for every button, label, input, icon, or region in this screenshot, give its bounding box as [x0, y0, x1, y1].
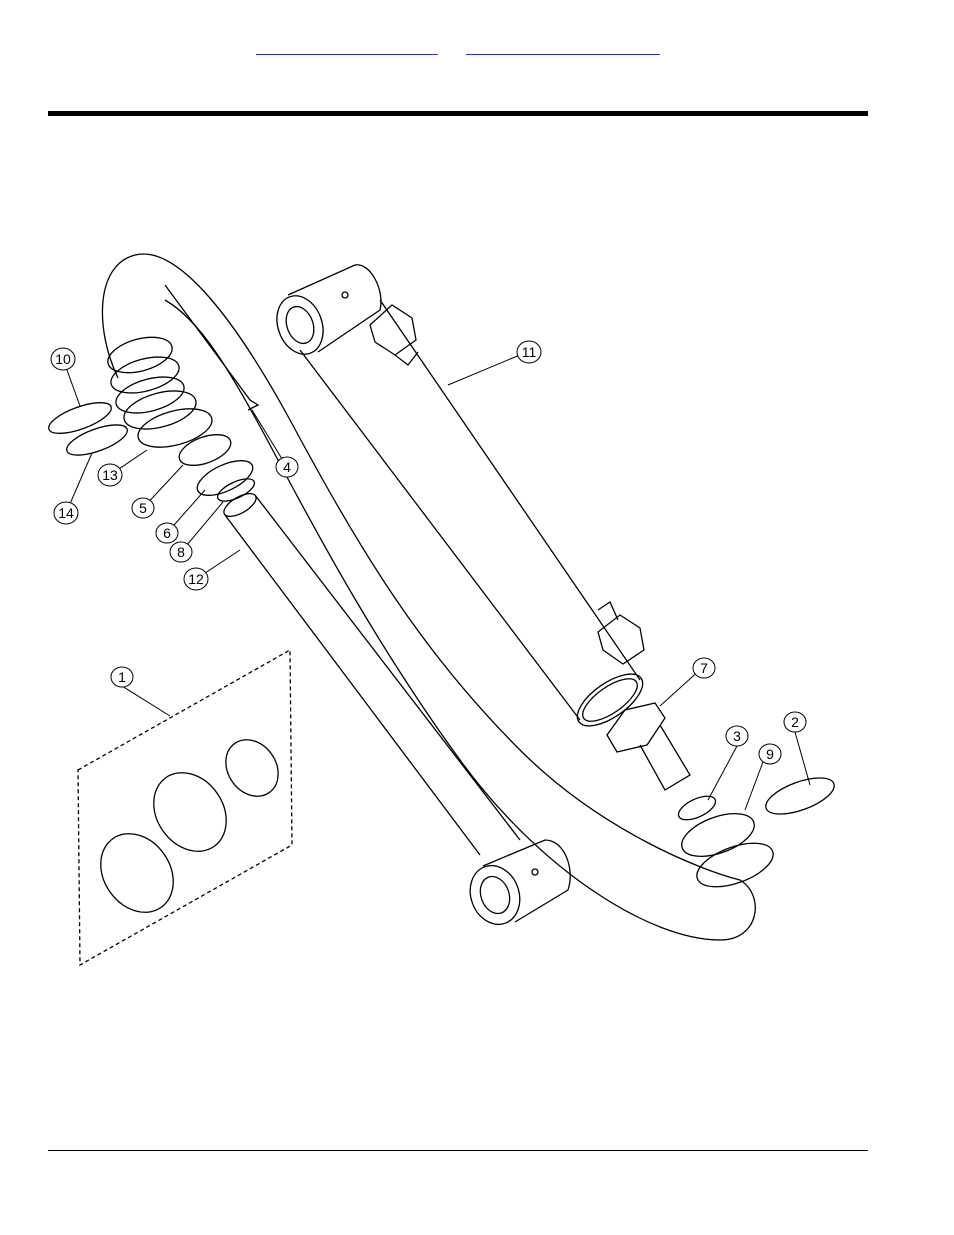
barrel-tube — [300, 300, 640, 720]
callout-label-12: 12 — [188, 571, 204, 587]
callout-label-14: 14 — [58, 505, 74, 521]
seal-kit-wiper — [215, 730, 289, 807]
hose-outline — [102, 254, 755, 940]
rod-end — [220, 489, 259, 521]
part-6-ring — [192, 454, 257, 503]
lower-port-fitting — [598, 602, 644, 664]
part-8-ring — [214, 474, 257, 505]
leader-9 — [745, 754, 766, 810]
seal-kit-oring-large — [86, 820, 188, 927]
barrel-end-cap — [569, 664, 651, 735]
callout-label-2: 2 — [791, 714, 799, 730]
callout-label-6: 6 — [163, 525, 171, 541]
part-3-ring — [675, 791, 719, 824]
piston-bolt — [607, 703, 690, 790]
piston-rod — [225, 495, 520, 855]
seal-kit-bag — [78, 650, 292, 965]
gland-ring-5 — [134, 402, 216, 455]
callout-label-11: 11 — [522, 344, 537, 360]
piston — [676, 805, 760, 865]
barrel-clevis-hole — [342, 292, 348, 298]
part-5-ring — [175, 429, 235, 472]
part-2-ring — [761, 771, 838, 822]
leader-2 — [795, 732, 810, 785]
callout-label-9: 9 — [766, 746, 774, 762]
callout-label-5: 5 — [139, 500, 147, 516]
barrel-clevis-bore — [281, 303, 318, 348]
leader-1 — [122, 686, 170, 716]
callout-label-8: 8 — [177, 544, 185, 560]
rod-eye-bore — [475, 872, 514, 917]
part-14-ring — [63, 419, 131, 462]
callout-label-4: 4 — [283, 459, 291, 475]
upper-port-fitting — [370, 305, 418, 365]
callout-label-3: 3 — [733, 728, 741, 744]
leader-11 — [448, 352, 527, 385]
callout-label-10: 10 — [55, 351, 71, 367]
rod-eye-hole — [532, 869, 538, 875]
leader-3 — [708, 746, 737, 800]
gland-ring-4 — [120, 384, 200, 436]
seal-kit-oring-medium — [139, 759, 241, 866]
part-10-ring — [45, 396, 115, 439]
callout-label-13: 13 — [102, 467, 118, 483]
callout-label-1: 1 — [118, 669, 126, 685]
gland-ring-2 — [107, 350, 183, 399]
callout-label-7: 7 — [700, 660, 708, 676]
rod-eye-body — [483, 840, 570, 922]
piston-bottom — [691, 834, 778, 895]
